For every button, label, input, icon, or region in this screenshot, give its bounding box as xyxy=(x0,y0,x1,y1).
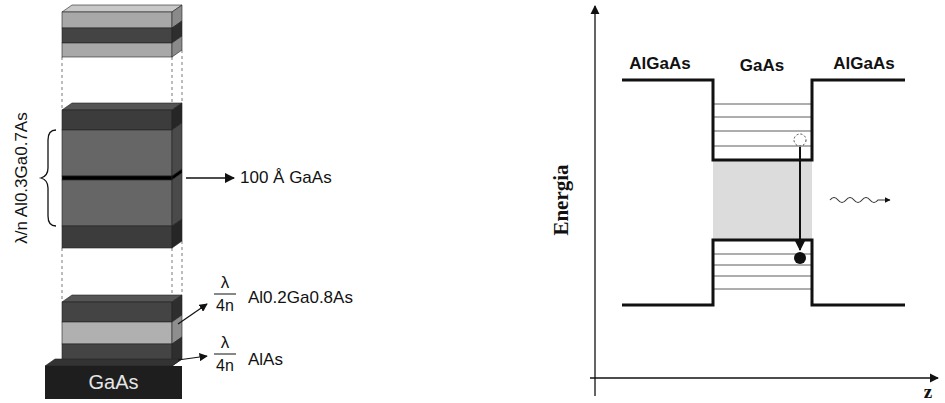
leader-arrow xyxy=(178,304,207,324)
layer-label: 4n xyxy=(216,357,234,375)
layer-label: AlAs xyxy=(248,351,283,370)
layer-label: λ/n Al0.3Ga0.7As xyxy=(13,112,32,243)
fraction-bar xyxy=(214,294,236,295)
axis-title: Energia xyxy=(550,164,573,235)
layer-label: 4n xyxy=(216,297,234,315)
leader-arrow xyxy=(186,177,234,179)
layer-label: AlGaAs xyxy=(833,55,894,74)
layer-stack xyxy=(45,5,182,366)
energy-diagram xyxy=(590,6,938,396)
substrate-label: GaAs xyxy=(88,371,138,394)
layer-label: Al0.2Ga0.8As xyxy=(248,289,353,308)
axis-label: z xyxy=(924,382,932,403)
layer-label: λ xyxy=(221,274,230,293)
layer-label: 100 Å GaAs xyxy=(240,169,332,188)
fraction-bar xyxy=(214,354,236,355)
layer-label: GaAs xyxy=(740,57,784,76)
leader-arrow xyxy=(178,356,207,360)
layer-label: AlGaAs xyxy=(629,55,690,74)
brace xyxy=(41,130,56,226)
substrate-block: GaAs xyxy=(45,366,182,399)
layer-label: λ xyxy=(221,334,230,353)
